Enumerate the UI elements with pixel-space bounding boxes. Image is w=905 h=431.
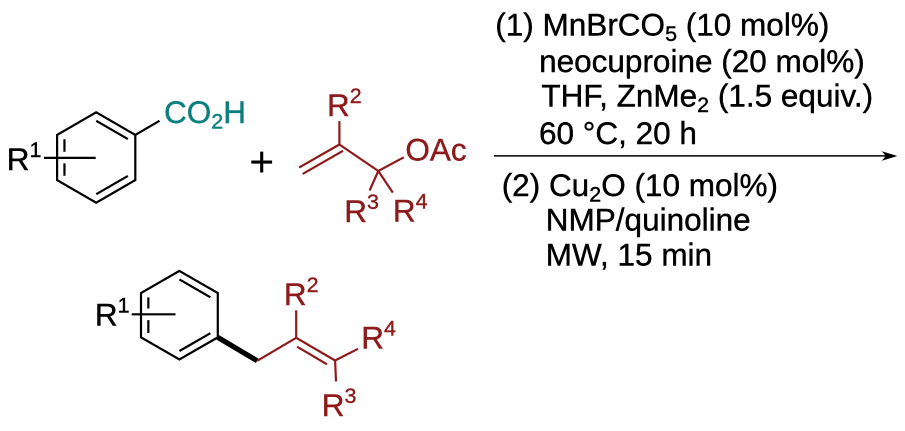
svg-text:R1: R1 xyxy=(7,138,42,177)
svg-text:MW, 15 min: MW, 15 min xyxy=(546,237,712,273)
svg-text:neocuproine (20 mol%): neocuproine (20 mol%) xyxy=(539,43,865,79)
svg-text:NMP/quinoline: NMP/quinoline xyxy=(546,202,751,238)
svg-text:CO2H: CO2H xyxy=(164,94,246,134)
svg-text:(2) Cu2O (10 mol%): (2) Cu2O (10 mol%) xyxy=(502,167,778,207)
svg-text:R2: R2 xyxy=(327,84,362,123)
svg-text:60 °C, 20 h: 60 °C, 20 h xyxy=(539,115,697,151)
svg-text:R4: R4 xyxy=(393,189,428,228)
svg-text:(1) MnBrCO5 (10 mol%): (1) MnBrCO5 (10 mol%) xyxy=(495,6,829,46)
svg-text:R2: R2 xyxy=(284,273,319,312)
svg-text:OAc: OAc xyxy=(405,131,466,167)
